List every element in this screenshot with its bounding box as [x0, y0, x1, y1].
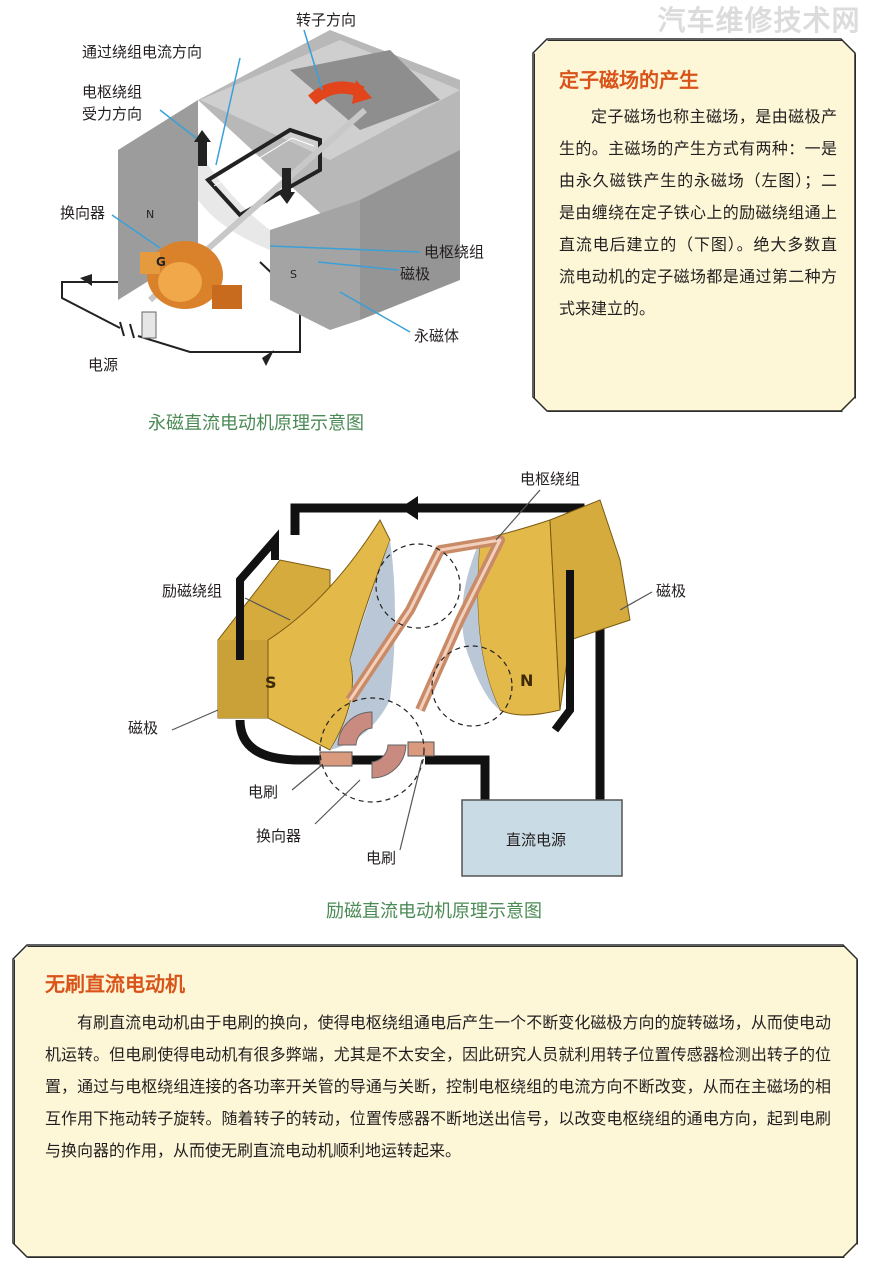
brush-right-block: [407, 741, 435, 757]
label-magnetic-pole-left: 磁极: [128, 719, 159, 737]
right-pole-face: [462, 540, 500, 710]
left-pole-shoe: [267, 518, 391, 751]
leader-pole-right: [619, 591, 653, 611]
label-magnetic-pole: 磁极: [400, 265, 431, 283]
leader-rotor-direction: [303, 29, 323, 91]
battery-plate-a: [119, 321, 125, 337]
stator-field-text: 定子磁场也称主磁场，是由磁极产生的。主磁场的产生方式有两种：一是由永久磁铁产生的…: [559, 107, 837, 318]
watermark-main: 汽车维修技术网: [657, 4, 861, 37]
label-dc-source: 直流电源: [506, 831, 567, 849]
circuit-left-bottom: [235, 719, 400, 765]
label-commutator: 换向器: [60, 204, 106, 222]
pole-n-mark: N: [146, 208, 154, 221]
brush-right: [212, 285, 242, 309]
magnet-right-front: [270, 200, 360, 330]
leader-current-direction: [215, 57, 241, 166]
leader-commutator2: [314, 779, 361, 825]
field-winding-right: [551, 570, 574, 733]
leader-brush-bottom: [399, 759, 423, 851]
wire-arrow-left: [80, 274, 92, 286]
leader-pole-left: [171, 709, 219, 731]
magnet-cavity: [290, 50, 440, 130]
stator-field-title: 定子磁场的产生: [559, 68, 699, 92]
rotor-direction-arrowhead: [352, 80, 372, 104]
magnet-gap: [198, 150, 270, 250]
armature-loop-highlight: [213, 137, 315, 187]
magnet-right-side: [360, 150, 460, 320]
label-power-source: 电源: [88, 356, 119, 374]
brushless-motor-box: 无刷直流电动机 有刷直流电动机由于电刷的换向，使得电枢绕组通电后产生一个不断变化…: [14, 946, 858, 1258]
brushless-text: 有刷直流电动机由于电刷的换向，使得电枢绕组通电后产生一个不断变化磁极方向的旋转磁…: [45, 1013, 831, 1160]
left-pole-face: [330, 540, 395, 750]
label-force-line1: 电枢绕组: [82, 83, 143, 101]
field-winding-left: [236, 529, 279, 660]
label-armature-winding-2: 电枢绕组: [520, 470, 581, 488]
wire-arrow-bottom: [262, 350, 274, 366]
label-field-winding: 励磁绕组: [162, 582, 223, 600]
label-magnetic-pole-right: 磁极: [656, 582, 687, 600]
rotation-circle-bottom: [431, 645, 513, 727]
label-force-line2: 受力方向: [82, 105, 143, 123]
brush-left-block: [319, 751, 353, 767]
right-pole-block: [549, 499, 631, 711]
commutator-inner: [158, 262, 202, 302]
permanent-magnet-motor-diagram: N S G: [61, 29, 460, 366]
excited-motor-diagram: S N: [171, 489, 653, 877]
circuit-wire-left: [61, 281, 140, 329]
leader-commutator: [111, 214, 161, 249]
dc-source-box: [461, 799, 623, 877]
leader-armature: [495, 489, 541, 541]
commutator-segment-a: [337, 711, 373, 746]
label-current-direction: 通过绕组电流方向: [82, 43, 203, 61]
label-commutator-2: 换向器: [256, 827, 302, 845]
pole-s-text: S: [265, 673, 277, 692]
circuit-top-arrow: [400, 496, 418, 520]
commutator-segment-b: [371, 744, 407, 779]
right-pole-shoe: [477, 519, 561, 716]
label-brush-left: 电刷: [248, 783, 279, 801]
force-arrow-down: [282, 168, 291, 194]
leader-field-winding: [244, 597, 291, 621]
leader-brush-left: [291, 764, 323, 791]
leader-force-direction: [159, 109, 197, 139]
stator-field-box: 定子磁场的产生 定子磁场也称主磁场，是由磁极产生的。主磁场的产生方式有两种：一是…: [534, 40, 856, 412]
terminal: [141, 311, 157, 339]
pole-n-text: N: [520, 671, 533, 690]
label-rotor-direction: 转子方向: [296, 11, 357, 29]
brush-left: [140, 252, 160, 274]
pole-s-mark: S: [290, 268, 297, 281]
commutator-g-mark: G: [156, 255, 166, 269]
figure1-caption: 永磁直流电动机原理示意图: [148, 413, 364, 434]
label-permanent-magnet: 永磁体: [414, 327, 460, 345]
armature-coil-highlight: [348, 538, 502, 711]
leader-magnetic-pole: [317, 261, 399, 271]
force-arrowhead-down: [278, 192, 295, 204]
left-pole-front: [218, 640, 268, 718]
battery-plate-b: [129, 323, 135, 339]
force-arrow-up: [198, 140, 207, 166]
brushless-title: 无刷直流电动机: [45, 972, 185, 996]
leader-armature-winding: [269, 245, 421, 253]
armature-loop: [204, 127, 322, 218]
force-arrowhead-up: [194, 130, 211, 142]
rotation-circle-commutator: [319, 697, 425, 803]
rotation-circle-top: [375, 543, 461, 629]
figure2-caption: 励磁直流电动机原理示意图: [326, 901, 542, 922]
leader-permanent-magnet: [339, 291, 411, 333]
label-armature-winding: 电枢绕组: [424, 243, 485, 261]
label-brush-bottom: 电刷: [366, 849, 397, 867]
